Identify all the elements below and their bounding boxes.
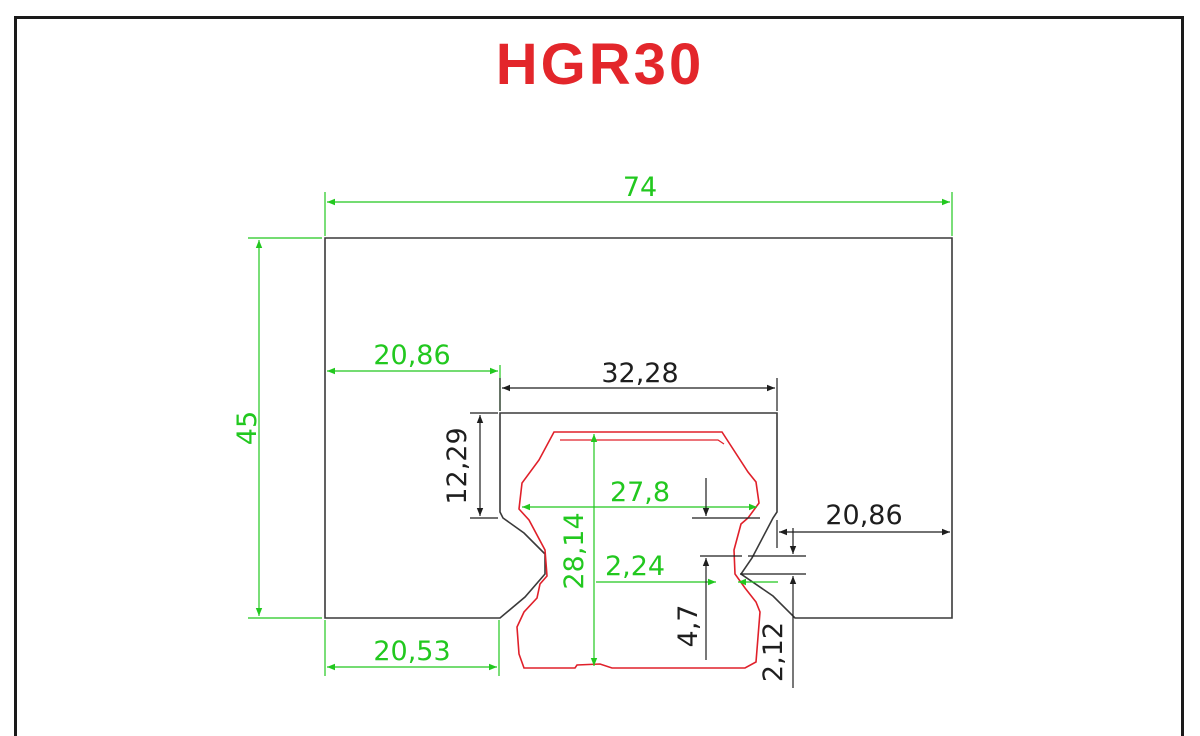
block-outline	[324, 237, 953, 619]
rail-chamfer-line	[560, 439, 725, 445]
dimension-left-shoulder-top-label: 20,86	[373, 340, 450, 371]
dimension-rail-width-label: 27,8	[610, 477, 670, 508]
dimension-rail-width: 27,8	[522, 477, 757, 511]
dimension-right-shoulder-label: 20,86	[825, 500, 902, 531]
dimension-right-shoulder: 20,86	[776, 500, 950, 548]
dimension-slot-width: 32,28	[499, 358, 778, 411]
dimension-overall-width-label: 74	[623, 172, 657, 203]
dimension-groove-height-label: 4,7	[673, 605, 704, 648]
dimension-left-shoulder-top: 20,86	[327, 340, 501, 411]
dimension-overall-height-label: 45	[232, 411, 263, 445]
dimension-groove-height: 4,7	[673, 478, 760, 660]
rail-profile	[516, 431, 761, 669]
dimension-overall-height: 45	[232, 237, 322, 619]
dimension-rail-height-label: 28,14	[559, 512, 590, 589]
dimension-left-base: 20,53	[324, 620, 500, 676]
dimension-groove-depth-label: 2,24	[605, 551, 665, 582]
dimension-slot-depth-label: 12,29	[442, 427, 473, 504]
dimension-slot-width-label: 32,28	[601, 358, 678, 389]
dimension-groove-depth: 2,24	[596, 551, 778, 586]
dimension-slot-depth: 12,29	[442, 412, 498, 519]
dimension-groove-offset-label: 2,12	[758, 622, 789, 682]
drawing-frame	[14, 16, 1184, 736]
dimension-overall-width: 74	[324, 172, 953, 236]
dimension-rail-height: 28,14	[559, 434, 598, 666]
drawing-title: HGR30	[495, 32, 705, 97]
dimension-left-base-label: 20,53	[373, 636, 450, 667]
dimension-groove-offset: 2,12	[740, 528, 806, 688]
